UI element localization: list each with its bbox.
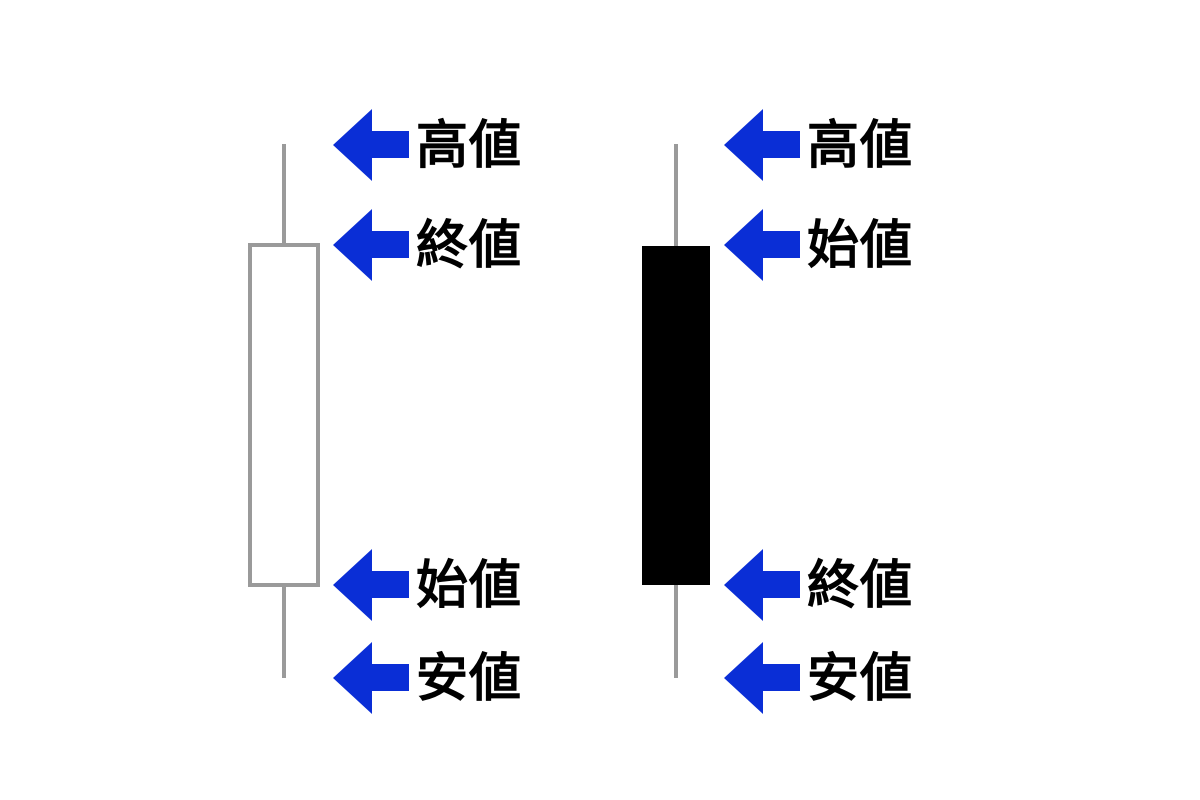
arrow-left-icon	[724, 642, 800, 714]
bullish-body	[248, 243, 320, 587]
arrow-left-icon	[333, 209, 409, 281]
label-close-bearish: 終値	[807, 556, 914, 616]
arrow-left-icon	[724, 549, 800, 621]
label-close-bullish: 終値	[416, 216, 523, 276]
bearish-body	[642, 246, 710, 585]
arrow-left-icon	[724, 209, 800, 281]
label-low-bullish: 安値	[416, 649, 523, 709]
bearish-candle	[642, 144, 710, 678]
label-high-bullish: 高値	[416, 116, 523, 176]
label-high-bearish: 高値	[807, 116, 914, 176]
arrow-left-icon	[333, 642, 409, 714]
label-open-bearish: 始値	[807, 216, 914, 276]
arrow-left-icon	[333, 109, 409, 181]
label-open-bullish: 始値	[416, 556, 523, 616]
label-low-bearish: 安値	[807, 649, 914, 709]
arrow-left-icon	[724, 109, 800, 181]
arrow-left-icon	[333, 549, 409, 621]
bullish-candle	[248, 144, 320, 678]
